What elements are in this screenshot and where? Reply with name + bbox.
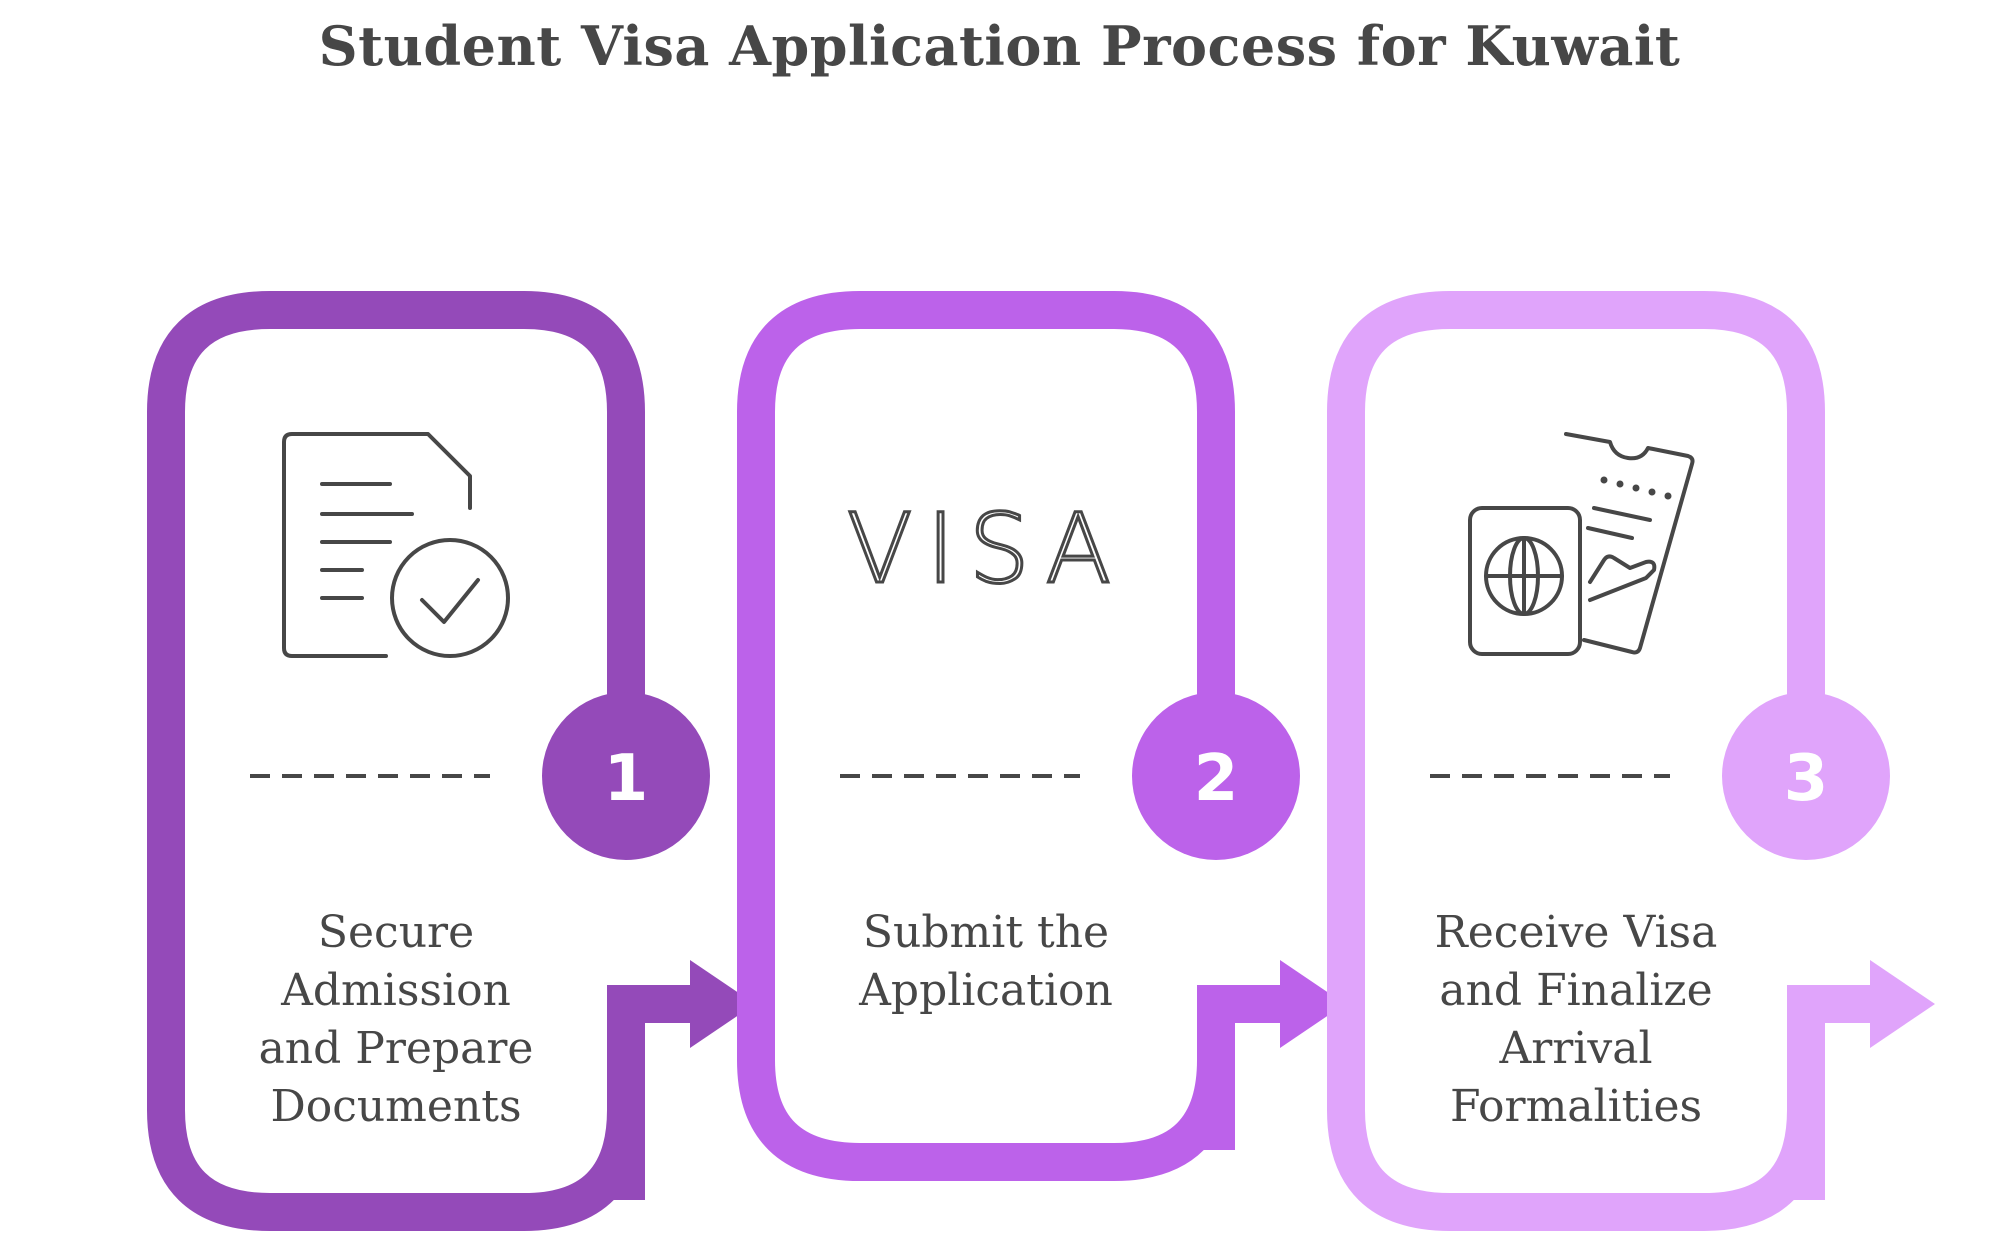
- passport-ticket-icon: [1468, 432, 1695, 656]
- step-1: 1: [147, 291, 755, 1231]
- step-1-number: 1: [604, 742, 649, 816]
- step-1-connector: [607, 985, 700, 1200]
- step-3: 3: [1327, 291, 1935, 1231]
- step-1-label-line: Admission: [281, 965, 511, 1016]
- step-3-label-line: Formalities: [1449, 1081, 1703, 1132]
- step-3-label-line: Arrival: [1499, 1023, 1653, 1074]
- step-3-label-line: and Finalize: [1439, 965, 1713, 1016]
- step-2-number: 2: [1194, 742, 1239, 816]
- step-3-label-line: Receive Visa: [1434, 907, 1718, 958]
- step-1-label-line: Secure: [317, 907, 475, 958]
- step-3-arrowhead: [1870, 960, 1935, 1048]
- step-2-arrowhead: [1280, 960, 1345, 1048]
- visa-text-icon: VISA: [847, 493, 1125, 605]
- step-2-label: Submit the Application: [796, 904, 1176, 1020]
- page-title: Student Visa Application Process for Kuw…: [318, 14, 1681, 78]
- step-2-frame: [737, 291, 1235, 1181]
- step-3-label: Receive Visa and Finalize Arrival Formal…: [1386, 904, 1766, 1136]
- step-2-number-badge: [1132, 692, 1300, 860]
- step-2: 2 VISA: [737, 291, 1345, 1181]
- step-1-label-line: Documents: [270, 1081, 522, 1132]
- step-1-label: Secure Admission and Prepare Documents: [206, 904, 586, 1136]
- step-1-number-badge: [542, 692, 710, 860]
- step-1-frame: [147, 291, 645, 1231]
- step-3-number-badge: [1722, 692, 1890, 860]
- step-3-connector: [1787, 985, 1880, 1200]
- step-3-number: 3: [1784, 742, 1829, 816]
- step-1-label-line: and Prepare: [258, 1023, 534, 1074]
- step-2-label-line: Submit the: [862, 907, 1110, 958]
- step-1-arrowhead: [690, 960, 755, 1048]
- step-3-frame: [1327, 291, 1825, 1231]
- step-2-label-line: Application: [859, 965, 1113, 1016]
- document-check-icon: [282, 432, 510, 658]
- step-2-connector: [1197, 985, 1290, 1150]
